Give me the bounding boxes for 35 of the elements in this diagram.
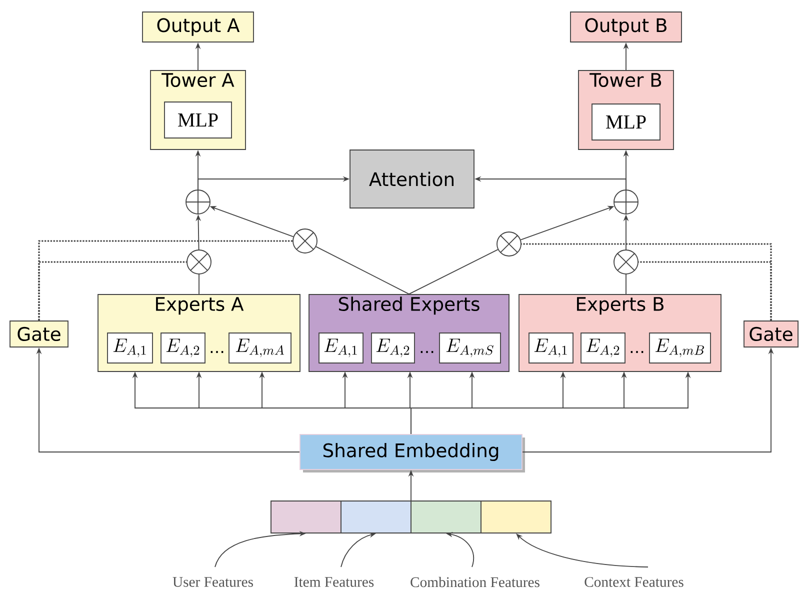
sum-circle xyxy=(186,190,210,214)
output-box: Output B xyxy=(570,12,682,42)
expert-box: $E_{A,mA}$ xyxy=(228,332,292,364)
expert-box: $E_{A,2}$ xyxy=(580,332,626,364)
expert-box: $E_{A,mB}$ xyxy=(649,332,711,364)
dotted-line xyxy=(521,243,772,321)
ellipsis: … xyxy=(420,351,434,353)
expert-box: $E_{A,1}$ xyxy=(318,332,364,364)
expert-box: $E_{A,2}$ xyxy=(371,332,415,364)
output-box: Output A xyxy=(142,12,254,42)
expert-box: $E_{A,mS}$ xyxy=(439,332,501,364)
gate-box: Gate xyxy=(744,320,798,348)
feature-label: Combination Features xyxy=(410,576,540,588)
connector-line xyxy=(408,249,498,294)
expert-box: $E_{A,1}$ xyxy=(107,332,153,364)
connector-line xyxy=(316,246,410,294)
connector-line xyxy=(198,274,200,294)
mlp-box: MLP xyxy=(592,104,660,140)
product-circle xyxy=(292,228,318,254)
expert-box: $E_{A,2}$ xyxy=(160,332,206,364)
attention-box: Attention xyxy=(350,150,474,208)
mlp-box: MLP xyxy=(164,102,232,138)
product-circle xyxy=(186,250,212,274)
product-circle xyxy=(614,250,638,274)
feature-label: Item Features xyxy=(294,577,374,587)
ellipsis: … xyxy=(630,351,644,353)
dotted-line xyxy=(38,240,293,321)
product-circle xyxy=(496,232,522,256)
expert-box: $E_{A,1}$ xyxy=(528,332,574,364)
sum-circle xyxy=(614,190,638,214)
gate-box: Gate xyxy=(10,320,68,348)
ellipsis: … xyxy=(210,351,224,353)
embedding-box: Shared Embedding xyxy=(300,434,525,472)
feature-label: User Features xyxy=(172,577,253,587)
feature-label: Context Features xyxy=(584,577,684,587)
